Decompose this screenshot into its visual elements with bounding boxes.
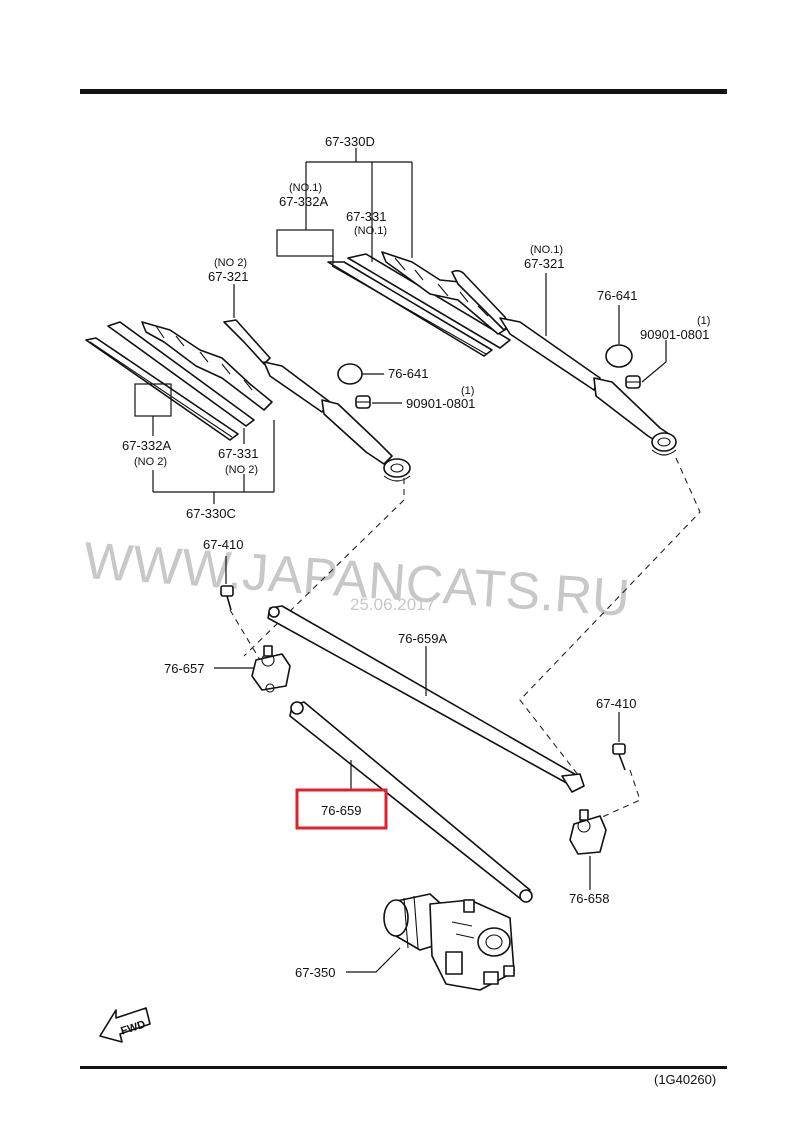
- bottom-rule: [80, 1066, 727, 1069]
- label-no1-b: (NO.1): [354, 225, 387, 237]
- label-bolt-410-right: 67-410: [596, 696, 636, 711]
- label-rubber-331-top: 67-331: [346, 209, 386, 224]
- label-no2-b: (NO 2): [225, 464, 258, 476]
- label-bolt-410-left: 67-410: [203, 537, 243, 552]
- label-cap-641-left: 76-641: [388, 366, 428, 381]
- link-rod-76-659a[interactable]: [267, 605, 585, 793]
- leader-set-c: [134, 383, 275, 504]
- label-set-d: 67-330D: [325, 134, 375, 149]
- label-no1-a: (NO.1): [289, 182, 322, 194]
- label-pivot-658: 76-658: [569, 891, 609, 906]
- label-nut-right: 90901-0801: [640, 327, 709, 342]
- label-rubber-331-bottom: 67-331: [218, 446, 258, 461]
- wiper-arm-no2[interactable]: [223, 319, 411, 482]
- label-arm-321-right: 67-321: [524, 256, 564, 271]
- fwd-arrow-icon: [99, 1007, 151, 1043]
- blade-no1[interactable]: [327, 251, 511, 357]
- label-nut-left: 90901-0801: [406, 396, 475, 411]
- label-motor-350: 67-350: [295, 965, 335, 980]
- label-nut-count-left: (1): [461, 385, 474, 397]
- bolt-67-410-right[interactable]: [612, 743, 626, 771]
- nut-90901-right[interactable]: [625, 375, 641, 389]
- cap-76-641-right[interactable]: [605, 344, 633, 368]
- label-link-659a: 76-659A: [398, 631, 447, 646]
- pivot-76-657[interactable]: [251, 645, 291, 693]
- label-no1-arm: (NO.1): [530, 244, 563, 256]
- label-blade-332a-top: 67-332A: [279, 194, 328, 209]
- top-rule: [80, 89, 727, 94]
- assembly-dashed-lines: [229, 457, 701, 819]
- watermark-date: 25.06.2017: [350, 595, 435, 614]
- label-nut-count-right: (1): [697, 315, 710, 327]
- blade-no2[interactable]: [85, 321, 273, 441]
- label-no2-arm: (NO 2): [214, 257, 247, 269]
- pivot-76-658[interactable]: [569, 809, 607, 855]
- leader-motor-350: [346, 947, 401, 973]
- label-arm-321-left: 67-321: [208, 269, 248, 284]
- cap-76-641-left[interactable]: [337, 363, 363, 385]
- highlight-box-76-659: [295, 788, 388, 830]
- wiper-arm-no1[interactable]: [451, 269, 677, 456]
- label-pivot-657: 76-657: [164, 661, 204, 676]
- bolt-67-410-left[interactable]: [220, 585, 234, 611]
- label-blade-332a-bottom: 67-332A: [122, 438, 171, 453]
- leader-nut-right: [641, 340, 667, 383]
- label-set-c: 67-330C: [186, 506, 236, 521]
- leader-set-d: [276, 148, 413, 264]
- wiper-motor-67-350[interactable]: [383, 893, 515, 991]
- label-no2-a: (NO 2): [134, 456, 167, 468]
- label-cap-641-right: 76-641: [597, 288, 637, 303]
- link-rod-76-659[interactable]: [289, 701, 533, 903]
- nut-90901-left[interactable]: [355, 395, 371, 409]
- label-link-659: 76-659: [321, 803, 361, 818]
- diagram-code: (1G40260): [654, 1072, 716, 1087]
